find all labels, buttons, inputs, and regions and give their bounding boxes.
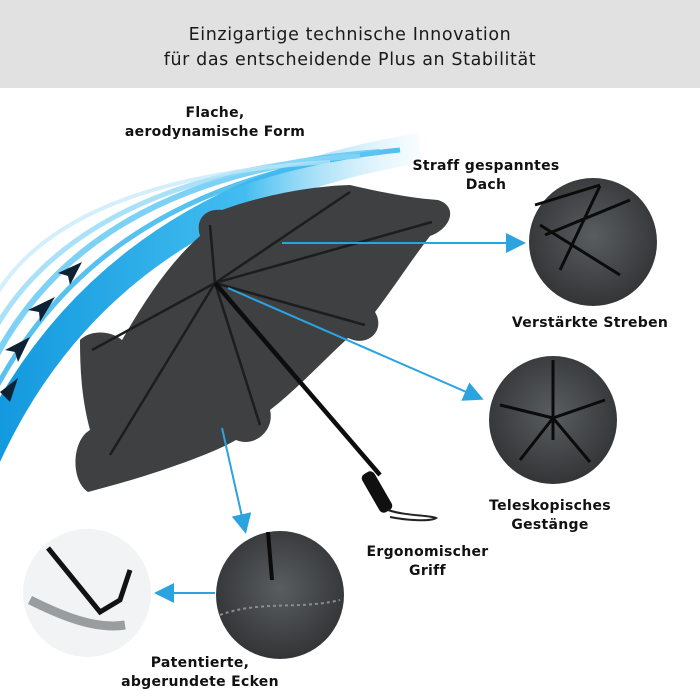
- detail-lens-ribs: [23, 529, 151, 657]
- umbrella-canopy: [75, 185, 451, 522]
- detail-lens-corner: [216, 531, 344, 659]
- detail-lens-frame: [489, 356, 617, 484]
- label-aerodynamic: Flache, aerodynamische Form: [100, 104, 330, 142]
- detail-lens-canopy: [529, 178, 657, 306]
- label-aerodynamic-line-1: Flache,: [185, 105, 245, 121]
- label-canopy-line-2: Dach: [465, 177, 507, 193]
- label-corners-line-1: Patentierte,: [150, 655, 250, 671]
- label-ribs: Verstärkte Streben: [500, 314, 680, 333]
- header-title-line-2: für das entscheidende Plus an Stabilität: [163, 50, 537, 70]
- label-frame-line-1: Teleskopisches: [489, 498, 611, 514]
- label-canopy: Straff gespanntes Dach: [396, 157, 576, 195]
- label-frame-line-2: Gestänge: [511, 517, 589, 533]
- label-corners-line-2: abgerundete Ecken: [121, 674, 279, 690]
- label-corners: Patentierte, abgerundete Ecken: [110, 654, 290, 692]
- label-aerodynamic-line-2: aerodynamische Form: [124, 124, 306, 140]
- label-grip: Ergonomischer Griff: [345, 543, 510, 581]
- wind-arrow-icon: [0, 262, 82, 402]
- wind-streams: [0, 133, 423, 462]
- label-frame: Teleskopisches Gestänge: [465, 497, 635, 535]
- label-grip-line-1: Ergonomischer: [366, 544, 489, 560]
- header-banner: Einzigartige technische Innovation für d…: [0, 0, 700, 88]
- label-grip-line-2: Griff: [409, 563, 446, 579]
- label-ribs-line-1: Verstärkte Streben: [511, 315, 669, 331]
- header-title-line-1: Einzigartige technische Innovation: [188, 25, 512, 45]
- label-canopy-line-1: Straff gespanntes: [412, 158, 560, 174]
- pointer-arrow-icon: [154, 233, 526, 603]
